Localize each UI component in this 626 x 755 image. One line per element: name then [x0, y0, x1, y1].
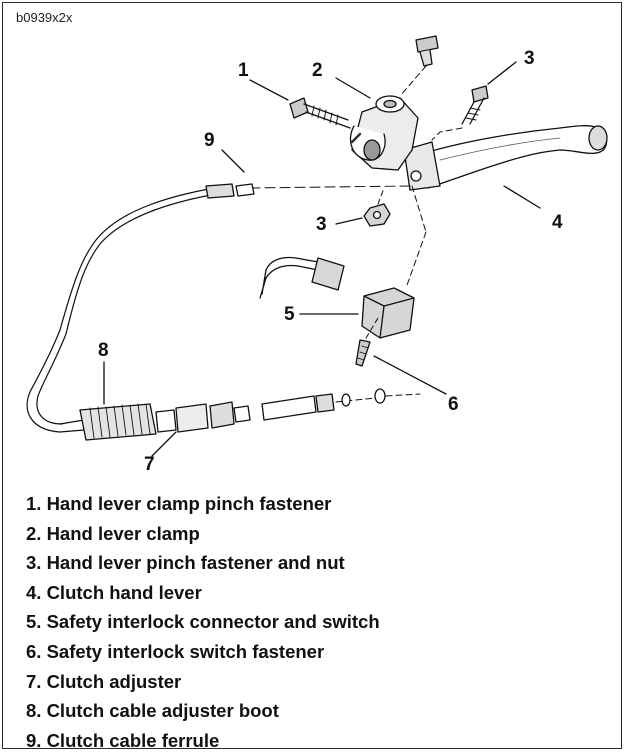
switch-fastener [355, 339, 371, 367]
legend-item-5: 5. Safety interlock connector and switch [26, 611, 380, 633]
clutch-hand-lever [403, 125, 608, 191]
callout-7: 7 [144, 454, 155, 475]
callout-leader-3a [487, 61, 517, 85]
legend-item-2: 2. Hand lever clamp [26, 522, 200, 544]
callout-2: 2 [312, 60, 323, 81]
legend-item-1: 1. Hand lever clamp pinch fastener [26, 493, 332, 514]
clamp-pinch-fastener [289, 97, 351, 129]
callout-leader-1 [249, 79, 289, 101]
legend-item-8: 8. Clutch cable adjuster boot [26, 700, 279, 722]
legend-item-4: 4. Clutch hand lever [26, 581, 202, 603]
callout-leader-9 [221, 149, 245, 173]
legend-item-7: 7. Clutch adjuster [26, 670, 182, 692]
callout-3-top: 3 [524, 48, 535, 69]
callout-leader-4 [503, 185, 541, 209]
hand-lever-clamp [349, 95, 419, 171]
callout-leader-7 [151, 431, 177, 457]
legend-item-6: 6. Safety interlock switch fastener [26, 640, 325, 662]
interlock-connector [259, 256, 345, 299]
legend-item-9: 9. Clutch cable ferrule [26, 729, 220, 751]
figure-id: b0939x2x [16, 10, 73, 25]
clutch-cable [26, 183, 411, 433]
legend-item-3: 3. Hand lever pinch fastener and nut [26, 552, 345, 574]
clamp-top-screw [415, 35, 439, 67]
parts-legend: 1. Hand lever clamp pinch fastener 2. Ha… [26, 489, 380, 755]
lever-pinch-fastener [461, 85, 489, 125]
callout-6: 6 [448, 394, 459, 415]
pivot-nut [363, 203, 391, 227]
callout-leader-3b [335, 217, 363, 225]
callout-leader-6 [373, 355, 447, 395]
cable-adjuster-boot [79, 403, 157, 441]
callout-5: 5 [284, 304, 295, 325]
exploded-diagram: 1 2 3 3 4 5 6 7 8 9 [26, 35, 608, 475]
callout-8: 8 [98, 340, 109, 361]
callout-9: 9 [204, 130, 215, 151]
figure-frame [2, 2, 622, 749]
interlock-switch [361, 287, 415, 339]
callout-3-nut: 3 [316, 214, 327, 235]
clutch-adjuster [155, 393, 335, 433]
callout-4: 4 [552, 212, 563, 233]
callout-leader-2 [335, 77, 371, 99]
callout-1: 1 [238, 60, 249, 81]
